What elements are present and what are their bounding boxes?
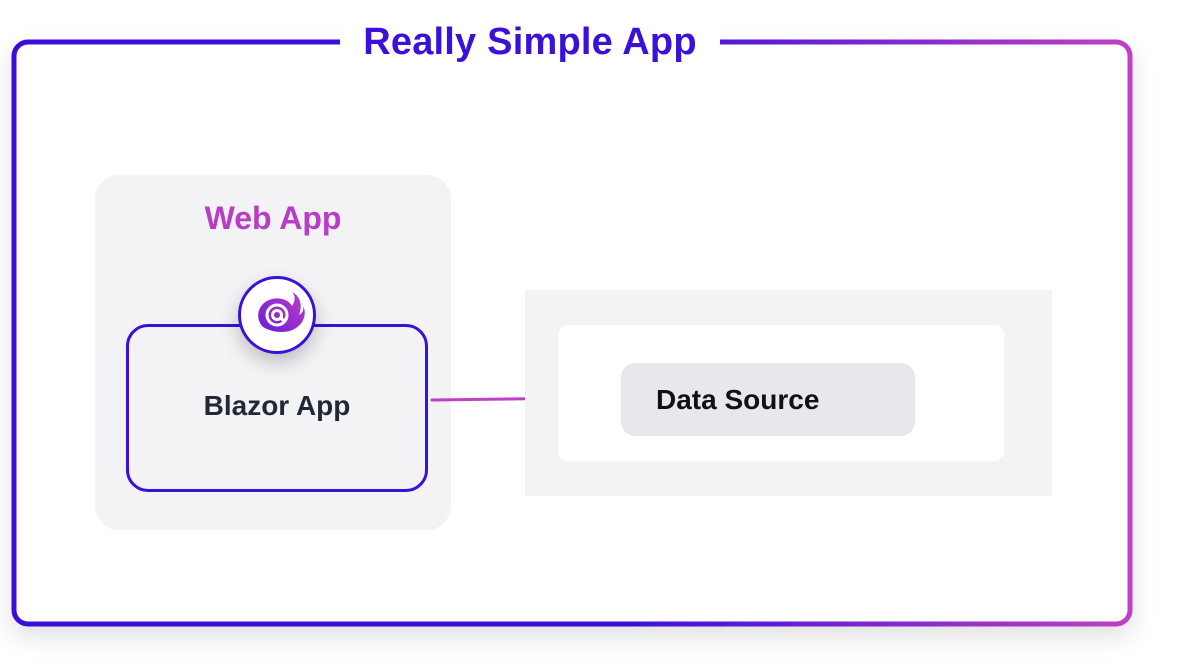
blazor-logo-icon (238, 276, 316, 354)
blazor-app-label: Blazor App (203, 390, 351, 421)
blazor-app-box (126, 324, 428, 492)
data-source-label: Data Source (656, 384, 820, 415)
data-source-box (621, 363, 915, 436)
app-title: Really Simple App (340, 14, 720, 70)
web-app-label: Web App (204, 200, 342, 236)
